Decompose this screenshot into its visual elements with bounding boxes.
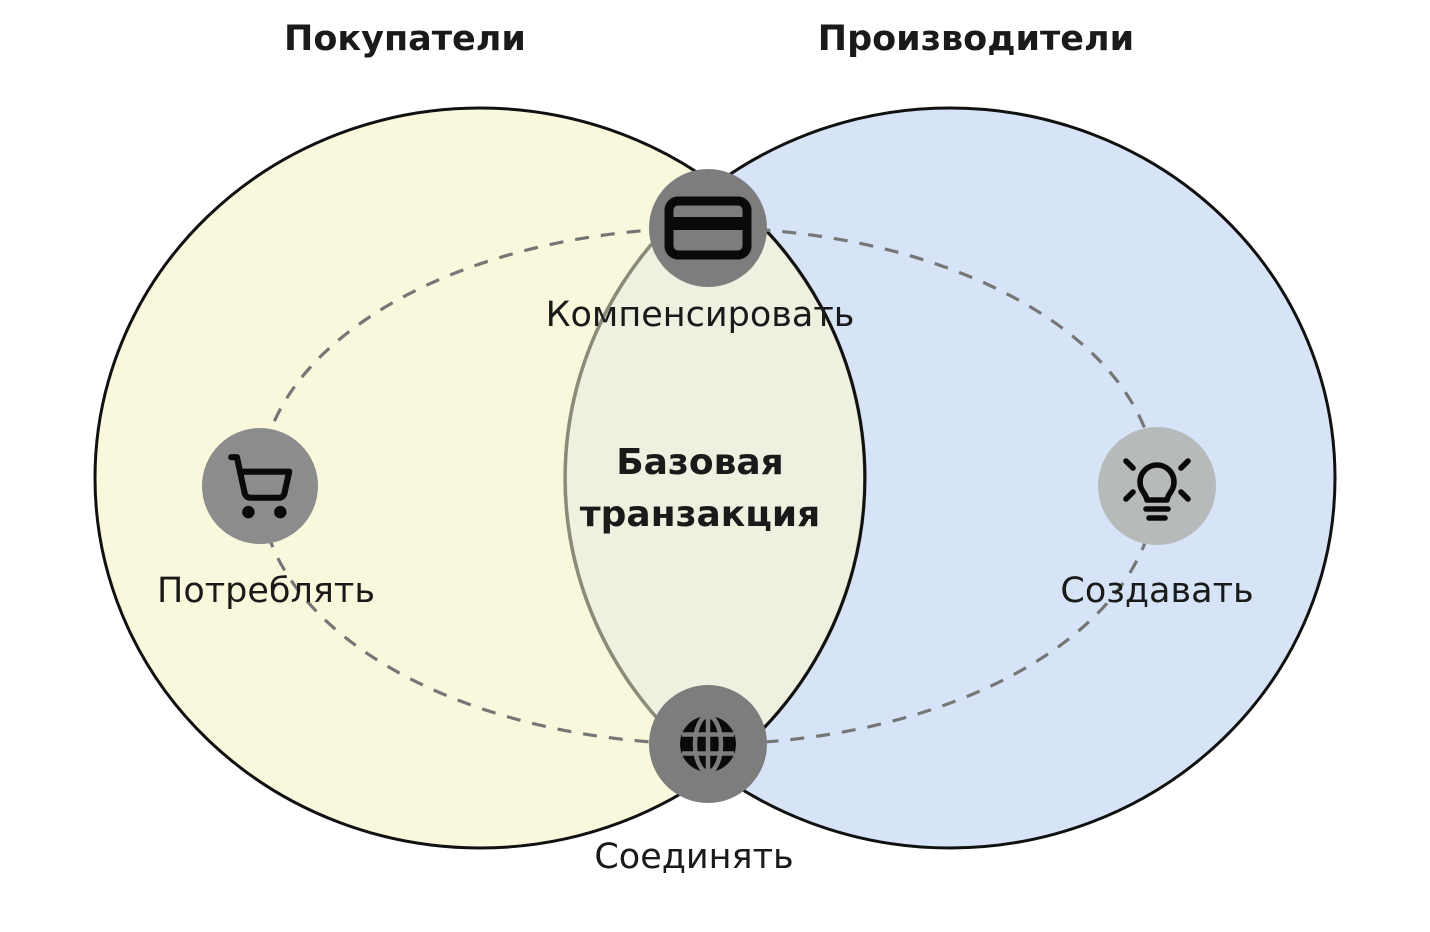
lightbulb-icon <box>1123 458 1191 521</box>
producers-title: Производители <box>818 19 1134 59</box>
globe-icon <box>680 713 736 775</box>
node-compensate-label: Компенсировать <box>546 295 855 335</box>
core-transaction-line2: транзакция <box>580 494 820 535</box>
shopping-cart-icon <box>228 454 293 519</box>
node-connect-label: Соединять <box>594 837 793 877</box>
node-connect: Соединять <box>594 685 794 877</box>
buyers-title: Покупатели <box>284 19 526 59</box>
lens-right-boundary-arc <box>714 183 867 773</box>
node-compensate: Компенсировать <box>546 169 855 335</box>
credit-card-icon <box>664 196 752 260</box>
node-create-label: Создавать <box>1060 571 1253 611</box>
node-consume-circle <box>202 428 318 544</box>
core-transaction-label: Базовая транзакция <box>580 442 820 535</box>
node-consume: Потреблять <box>157 428 375 611</box>
node-create: Создавать <box>1060 427 1254 611</box>
core-transaction-line1: Базовая <box>616 442 784 483</box>
node-create-circle <box>1098 427 1216 545</box>
node-consume-label: Потреблять <box>157 571 375 611</box>
